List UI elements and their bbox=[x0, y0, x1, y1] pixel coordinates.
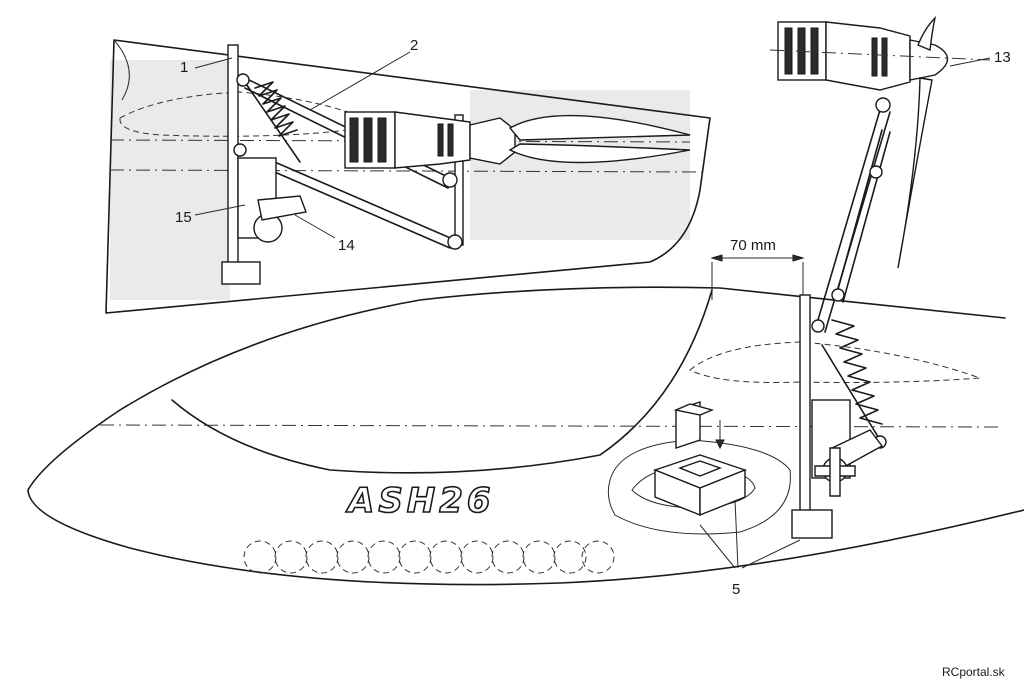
scan-shading bbox=[470, 90, 690, 240]
ballast-slot bbox=[305, 540, 339, 574]
ballast-slot bbox=[243, 540, 277, 574]
motor-slots bbox=[871, 37, 878, 77]
ballast-slot bbox=[398, 540, 432, 574]
spinner bbox=[909, 39, 949, 81]
servo-mount-block bbox=[221, 261, 261, 285]
scan-shading bbox=[110, 60, 230, 300]
folded-blade-lower bbox=[508, 143, 691, 164]
thrust-axis bbox=[769, 49, 991, 61]
callout-1: 1 bbox=[180, 59, 188, 76]
leader-line bbox=[294, 214, 336, 239]
strut-lower-b bbox=[269, 169, 451, 249]
dimension-label: 70 mm bbox=[730, 237, 776, 254]
folded-blade-upper bbox=[508, 114, 691, 141]
main-bulkhead bbox=[799, 294, 811, 521]
callout-13: 13 bbox=[994, 49, 1011, 66]
center-line bbox=[109, 169, 706, 173]
ballast-row bbox=[243, 540, 615, 574]
arrow-head bbox=[715, 439, 725, 450]
wing-root-airfoil bbox=[689, 341, 981, 383]
fuselage-outline bbox=[27, 286, 1024, 586]
mast-base-block bbox=[791, 509, 833, 539]
ballast-slot bbox=[522, 540, 556, 574]
servo-horn-arm bbox=[829, 447, 841, 497]
pivot-joint bbox=[447, 234, 463, 250]
tray-side-right bbox=[699, 468, 746, 517]
callout-5: 5 bbox=[732, 581, 740, 598]
ballast-slot bbox=[367, 540, 401, 574]
pivot-joint bbox=[869, 165, 883, 179]
mast-strut-rear bbox=[842, 131, 891, 303]
prop-blade-upper bbox=[917, 15, 937, 52]
leader-line bbox=[309, 51, 411, 111]
spring bbox=[254, 81, 298, 137]
motor-gearbox bbox=[825, 21, 911, 91]
motor-slots bbox=[437, 123, 444, 157]
motor-slots bbox=[881, 37, 888, 77]
mast-strut-rear bbox=[834, 129, 883, 301]
fuselage-edge bbox=[113, 39, 130, 101]
servo-arm bbox=[257, 195, 307, 221]
fuselage-center-line bbox=[99, 424, 1001, 428]
dimension-arrow bbox=[792, 254, 805, 262]
leader-line bbox=[699, 524, 736, 569]
pivot-joint bbox=[442, 172, 458, 188]
tray-cutout-outline bbox=[607, 439, 791, 535]
credit-text: RCportal.sk bbox=[942, 665, 1006, 679]
motor-fins bbox=[349, 117, 359, 163]
motor-fins bbox=[784, 27, 793, 75]
ballast-slot bbox=[553, 540, 587, 574]
tray-hole bbox=[678, 460, 722, 477]
callout-2: 2 bbox=[410, 37, 418, 54]
extended-motor-assembly bbox=[710, 15, 991, 539]
pivot-joint bbox=[831, 288, 845, 302]
pivot-joint bbox=[811, 319, 825, 333]
pivot-joint bbox=[875, 97, 891, 113]
pivot-joint bbox=[233, 143, 247, 157]
canopy-outline bbox=[171, 289, 713, 474]
motor-fins bbox=[377, 117, 387, 163]
motor-fins bbox=[363, 117, 373, 163]
leader-line bbox=[194, 204, 246, 216]
servo-block-top bbox=[673, 403, 715, 416]
inset-retracted-view bbox=[105, 39, 711, 314]
servo-tray-assembly bbox=[607, 401, 791, 535]
ballast-slot bbox=[460, 540, 494, 574]
prop-blade-lower bbox=[897, 77, 933, 269]
motor-slots bbox=[447, 123, 454, 157]
pivot-joint bbox=[236, 73, 250, 87]
ballast-slot bbox=[491, 540, 525, 574]
mast-strut bbox=[814, 109, 881, 331]
callout-15: 15 bbox=[175, 209, 192, 226]
leader-line bbox=[194, 57, 233, 69]
ballast-slot bbox=[581, 540, 615, 574]
strut-lower bbox=[269, 159, 456, 241]
motor-gearbox bbox=[394, 111, 471, 169]
ballast-slot bbox=[336, 540, 370, 574]
mast-spring bbox=[831, 319, 883, 425]
spinner bbox=[469, 117, 516, 165]
leader-line bbox=[734, 499, 739, 569]
fuselage-section-outline bbox=[105, 39, 711, 314]
leader-line bbox=[741, 539, 801, 569]
motor-fins bbox=[810, 27, 819, 75]
ballast-slot bbox=[429, 540, 463, 574]
dimension-arrow bbox=[710, 254, 723, 262]
ballast-slot bbox=[274, 540, 308, 574]
fuselage-side-view: ASH26 bbox=[27, 286, 1024, 586]
damper-rod bbox=[821, 344, 881, 441]
leader-line bbox=[949, 57, 991, 67]
model-name-lettering: ASH26 bbox=[345, 481, 495, 521]
callout-14: 14 bbox=[338, 237, 355, 254]
